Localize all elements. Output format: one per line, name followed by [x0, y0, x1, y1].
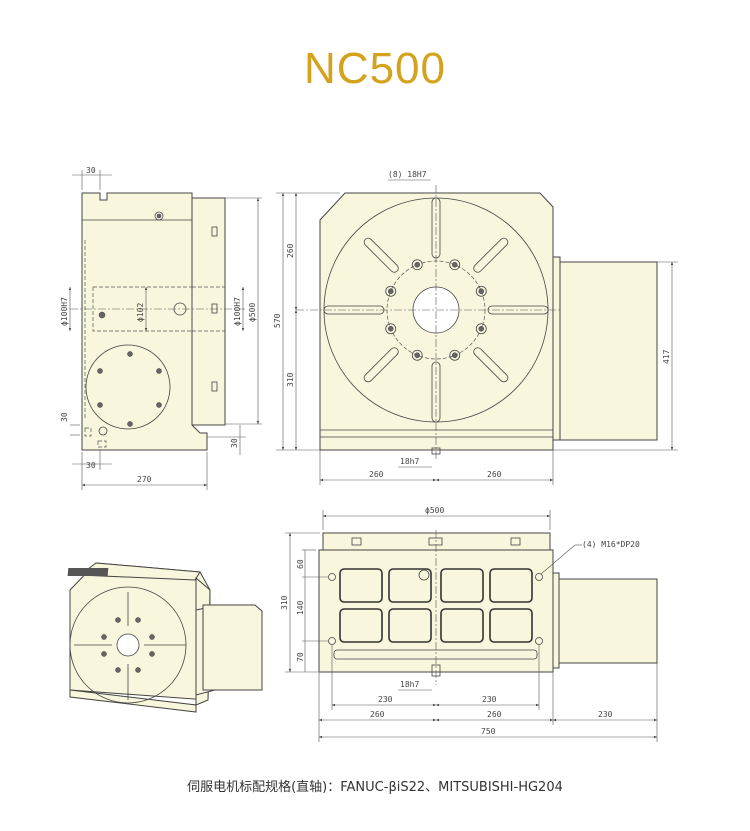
servo-motor-spec: 伺服电机标配规格(直轴)：FANUC-βiS22、MITSUBISHI-HG20…: [187, 780, 563, 795]
bolt-hole: [475, 285, 487, 297]
dim-width: 270: [137, 475, 152, 484]
dim-bore-right: ϕ100H7: [233, 297, 242, 326]
bolt-hole: [411, 259, 423, 271]
dim-upper: 260: [286, 243, 295, 258]
dim-h2: 140: [296, 600, 305, 615]
bolt-hole: [452, 352, 458, 359]
bolt-hole: [449, 349, 461, 361]
bolt-hole: [414, 352, 420, 359]
dim-right-bottom: 260: [487, 710, 502, 719]
dim-slot-top: (8) 18H7: [388, 170, 427, 179]
dim-h3: 70: [296, 652, 305, 662]
isometric-view: [67, 562, 263, 713]
t-slot: [363, 347, 399, 383]
dim-top-offset: 30: [86, 166, 96, 175]
dim-bottom-left: 30: [60, 412, 69, 422]
pocket: [489, 608, 533, 643]
dim-bottom-right: 30: [230, 438, 239, 448]
bolt-hole: [387, 326, 394, 332]
dim-total: 750: [481, 727, 496, 736]
bolt-hole: [478, 288, 485, 294]
dim-left-bottom: 260: [370, 710, 385, 719]
dim-hole-left: 230: [378, 695, 393, 704]
bolt-hole: [452, 261, 458, 268]
dim-height-bottom: 310: [280, 595, 289, 610]
dim-bore-mid: ϕ102: [136, 303, 145, 322]
bolt-hole: [478, 326, 485, 332]
t-slot: [431, 361, 441, 423]
dim-foot: 30: [86, 461, 96, 470]
dim-left: 260: [369, 470, 384, 479]
dim-motor: 230: [598, 710, 613, 719]
dim-motor-height: 417: [662, 349, 671, 364]
dim-key: 18h7: [400, 457, 419, 466]
dim-right: 260: [487, 470, 502, 479]
dim-table-dia: ϕ500: [248, 303, 257, 322]
dim-lower: 310: [286, 372, 295, 387]
bolt-hole: [387, 288, 394, 294]
dim-key-bottom: 18h7: [400, 680, 419, 689]
pocket: [440, 608, 484, 643]
bolt-hole: [411, 349, 423, 361]
pocket: [489, 568, 533, 603]
pocket: [388, 608, 432, 643]
bolt-hole: [449, 259, 461, 271]
bolt-hole: [475, 323, 487, 335]
t-slot: [363, 237, 399, 273]
bottom-pockets: [339, 568, 533, 643]
mount-holes-callout: (4) M16*DP20: [582, 540, 640, 549]
t-slot: [473, 237, 509, 273]
front-view: (8) 18H7 570 260 310 417 18h7 260 260: [273, 170, 678, 485]
dim-height: 570: [273, 313, 282, 328]
flange-bolt-holes: [97, 351, 162, 427]
side-view: 30 ϕ100H7 ϕ102 ϕ100H7 ϕ500 30 30 30 270: [60, 166, 262, 490]
mount-holes: [328, 573, 543, 645]
pocket: [440, 568, 484, 603]
bottom-view: ϕ500 (4) M16*DP20 310 60 140 70 18h7 230…: [280, 506, 658, 742]
table-bolt-holes: [385, 259, 487, 361]
dim-hole-right: 230: [482, 695, 497, 704]
bolt-hole: [385, 285, 397, 297]
dim-bore-left: ϕ100H7: [60, 297, 69, 326]
bolt-hole: [385, 323, 397, 335]
pocket: [388, 568, 432, 603]
bolt-hole: [414, 261, 420, 268]
pocket: [339, 568, 383, 603]
t-slot: [473, 347, 509, 383]
dim-h1: 60: [296, 559, 305, 569]
iso-bolt-holes: [101, 617, 155, 673]
pocket: [339, 608, 383, 643]
dim-table-dia-bottom: ϕ500: [425, 506, 444, 515]
product-title: NC500: [304, 44, 446, 93]
